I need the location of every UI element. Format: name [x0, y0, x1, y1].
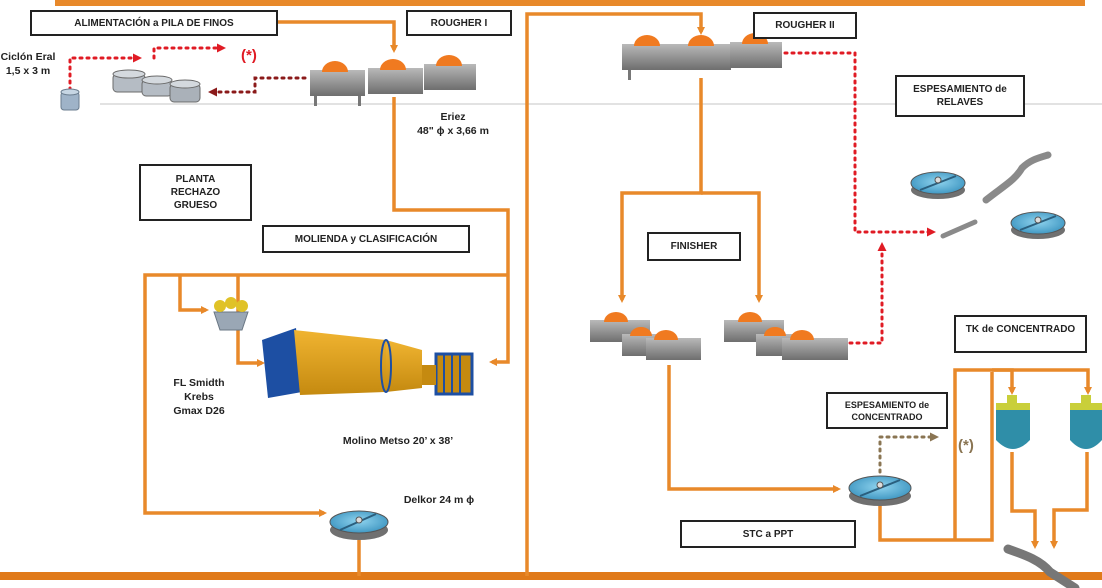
delkor-thickener-icon — [329, 510, 389, 540]
finos-separators-icon — [112, 69, 201, 103]
stc-to-ppt-label: STC a PPT — [742, 528, 794, 540]
concentrate-tank-b-icon — [1070, 395, 1102, 449]
rougher1-drums-icon — [310, 55, 476, 106]
hydrocyclone-icon — [213, 297, 249, 331]
flow-to-tank-a — [992, 368, 1016, 395]
rougher2-box: ROUGHER II — [753, 12, 857, 39]
stc-pipe-icon — [1003, 544, 1080, 588]
concentrate-thickening-box: ESPESAMIENTO de CONCENTRADO — [826, 392, 948, 429]
flow-to-finisher-b — [701, 191, 763, 303]
tailings-thickening-box: ESPESAMIENTO de RELAVES — [895, 75, 1025, 117]
flow-rougher2-to-finishers — [618, 78, 703, 303]
eriez-caption: Eriez 48" ϕ x 3,66 m — [417, 111, 489, 137]
finisher-box: FINISHER — [647, 232, 741, 261]
delkor-caption: Delkor 24 m ϕ — [403, 494, 475, 506]
hydrocyclone-caption: FL Smidth Krebs Gmax D26 — [173, 377, 225, 417]
flow-feed-to-rougher1 — [278, 20, 398, 53]
flow-thickener-underflow — [878, 372, 994, 542]
asterisk-note-red: (*) — [241, 47, 257, 64]
flow-rougher1-to-grinding — [392, 97, 510, 270]
tailings-pipe-short-icon — [940, 219, 978, 239]
cyclone-eral-caption: Ciclón Eral 1,5 x 3 m — [0, 51, 56, 77]
flow-to-asterisk — [152, 43, 226, 60]
grinding-classification-box: MOLIENDA y CLASIFICACIÓN — [262, 225, 470, 253]
feed-fines-pile-label: ALIMENTACIÓN a PILA DE FINOS — [74, 17, 234, 29]
flow-rougher2-tailings — [783, 51, 936, 237]
concentrate-tank-a-icon — [996, 395, 1030, 449]
flow-tank-b-out — [1050, 452, 1089, 549]
concentrate-thickener-icon — [848, 475, 912, 506]
coarse-reject-plant-label: PLANTA RECHAZO GRUESO — [170, 174, 221, 211]
rougher2-drums-icon — [622, 33, 782, 80]
flow-grinding-feed-to-mill — [489, 270, 510, 366]
flow-tank-a-out — [1010, 452, 1039, 549]
flow-thickener-overflow — [878, 432, 939, 474]
flow-finisher-to-thickener — [667, 365, 841, 493]
asterisk-note-brown: (*) — [958, 437, 974, 454]
flow-finisher-tailings — [848, 242, 887, 345]
flow-to-hydrocyclone — [178, 275, 209, 314]
tailings-pipe-icon — [982, 151, 1052, 204]
ball-mill-icon — [262, 328, 474, 398]
rougher1-box: ROUGHER I — [406, 10, 512, 36]
concentrate-thickening-label: ESPESAMIENTO de CONCENTRADO — [844, 399, 930, 422]
stc-to-ppt-box: STC a PPT — [680, 520, 856, 548]
tailings-thickener-a-icon — [910, 171, 966, 199]
flow-rougher1-return — [208, 76, 307, 97]
finisher-a-drums-icon — [590, 312, 701, 360]
bottom-frame-bar — [0, 572, 1102, 580]
flow-grinding-loop-top — [143, 273, 508, 517]
concentrate-tank-box: TK de CONCENTRADO — [954, 315, 1087, 353]
cyclone-eral-icon — [60, 88, 80, 111]
tailings-thickener-b-icon — [1010, 211, 1066, 239]
rougher2-label: ROUGHER II — [775, 20, 835, 31]
finisher-label: FINISHER — [670, 241, 718, 252]
grinding-classification-label: MOLIENDA y CLASIFICACIÓN — [294, 233, 438, 245]
top-frame-bar — [55, 0, 1085, 6]
feed-fines-pile-box: ALIMENTACIÓN a PILA DE FINOS — [30, 10, 278, 36]
tailings-thickening-label: ESPESAMIENTO de RELAVES — [913, 84, 1007, 108]
ball-mill-caption: Molino Metso 20’ x 38’ — [342, 435, 454, 447]
flow-bypass-line — [953, 368, 1092, 540]
flow-cyclone-overflow — [68, 53, 142, 92]
concentrate-tank-label: TK de CONCENTRADO — [965, 324, 1076, 335]
finisher-b-drums-icon — [724, 312, 848, 360]
flow-main-vertical — [525, 12, 705, 576]
rougher1-label: ROUGHER I — [430, 17, 488, 29]
coarse-reject-plant-box: PLANTA RECHAZO GRUESO — [139, 164, 252, 221]
